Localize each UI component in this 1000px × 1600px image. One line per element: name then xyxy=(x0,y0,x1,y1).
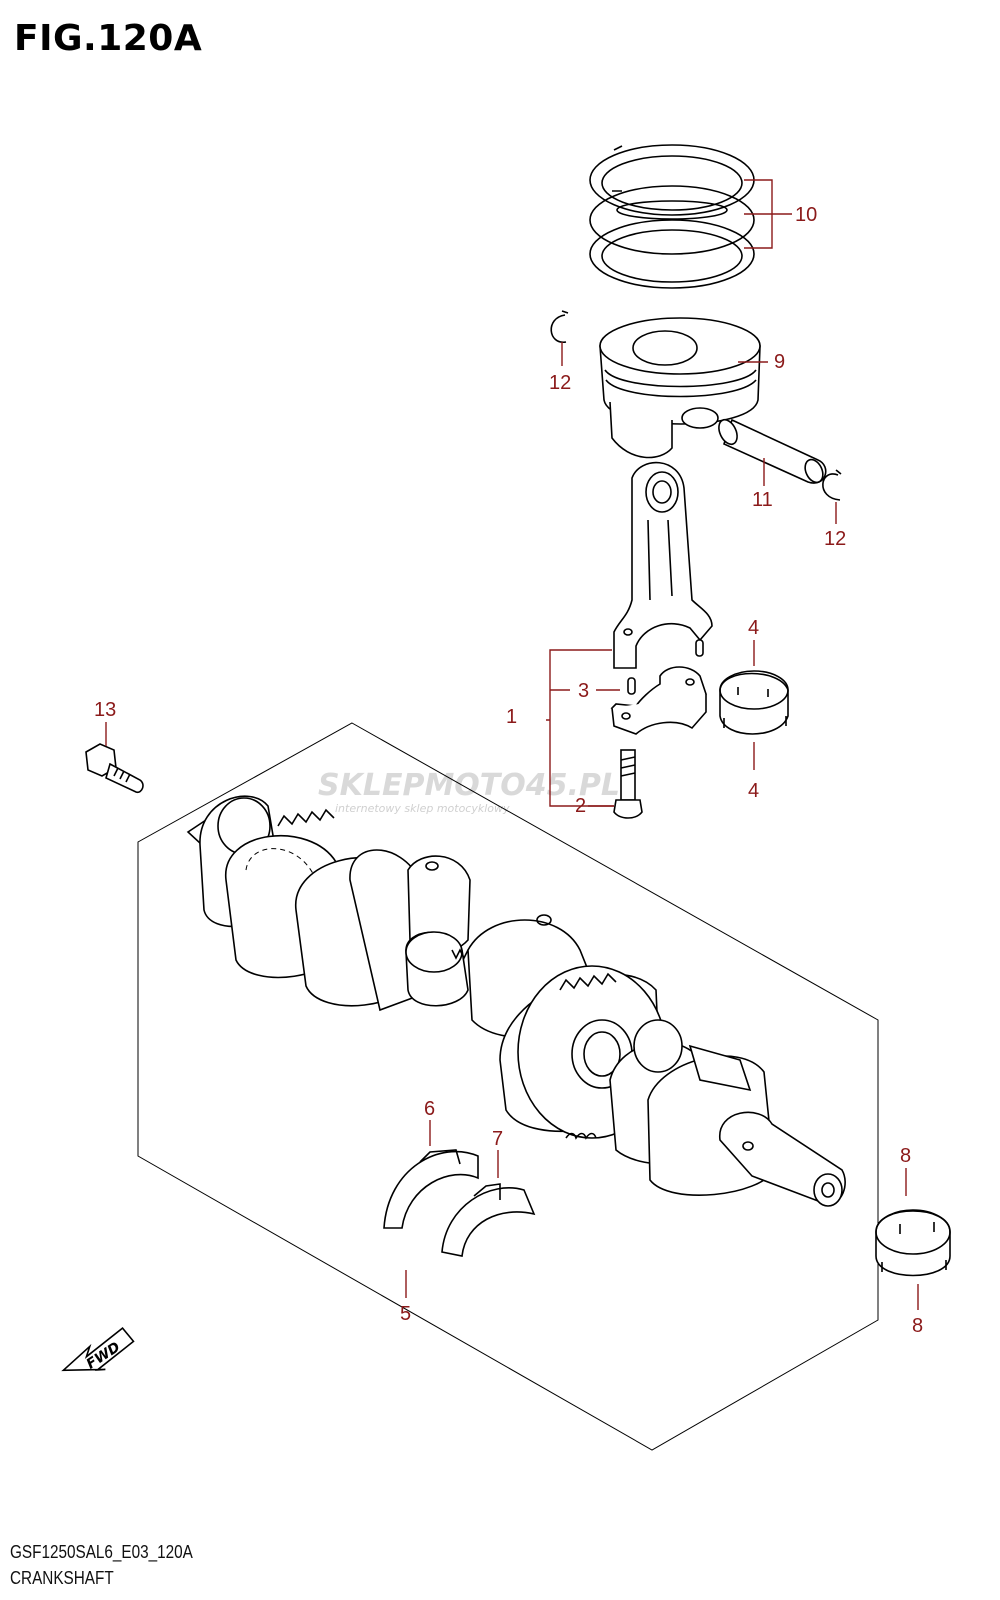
thrust-bearing-6 xyxy=(383,1149,479,1229)
figure-name: CRANKSHAFT xyxy=(10,1568,114,1588)
callout-3: 3 xyxy=(578,680,589,702)
callout-12-left: 12 xyxy=(549,372,571,394)
circlip-right xyxy=(822,469,842,501)
conrod-bearing xyxy=(719,670,789,735)
callout-8-top: 8 xyxy=(900,1145,911,1167)
callout-4-bottom: 4 xyxy=(748,780,759,802)
callout-11: 11 xyxy=(752,489,773,511)
figure-title: FIG.120A xyxy=(14,18,203,59)
connecting-rod-cap xyxy=(610,666,707,735)
piston-rings xyxy=(589,144,755,289)
crankshaft xyxy=(186,795,846,1207)
callout-12-right: 12 xyxy=(824,528,846,550)
callout-6: 6 xyxy=(424,1098,435,1120)
callout-7: 7 xyxy=(492,1128,503,1150)
dowel-pin-right xyxy=(695,639,704,657)
callout-5: 5 xyxy=(400,1303,411,1325)
watermark-brand: SKLEPMOTO45.PL xyxy=(318,768,620,803)
watermark-logo: SKLEPMOTO45.PL internetowy sklep motocyk… xyxy=(318,768,620,815)
circlip-left xyxy=(550,310,569,343)
rod-bolt xyxy=(613,749,643,819)
piston xyxy=(599,317,761,459)
crankshaft-assembly-box xyxy=(137,722,879,1451)
callout-1: 1 xyxy=(506,706,517,728)
bolt-13 xyxy=(85,743,144,794)
callout-4-top: 4 xyxy=(748,617,759,639)
dowel-pin-left xyxy=(627,677,636,695)
crank-journal-bearing xyxy=(875,1209,951,1277)
callout-9: 9 xyxy=(774,351,785,373)
thrust-bearing-7 xyxy=(441,1183,536,1257)
callout-labels: 10 9 12 11 12 4 3 1 2 4 13 6 7 5 8 8 xyxy=(94,204,923,1337)
group-bracket-1 xyxy=(546,649,614,807)
leader-lines xyxy=(105,179,919,1310)
figure-model-code: GSF1250SAL6_E03_120A xyxy=(10,1542,193,1562)
callout-13: 13 xyxy=(94,699,116,721)
watermark-tagline: internetowy sklep motocyklowy xyxy=(335,802,510,815)
piston-pin xyxy=(718,418,827,484)
callout-10: 10 xyxy=(795,204,817,226)
connecting-rod xyxy=(613,461,713,669)
callout-2: 2 xyxy=(575,795,586,817)
callout-8-bottom: 8 xyxy=(912,1315,923,1337)
fwd-arrow-icon: FWD xyxy=(61,1326,135,1373)
